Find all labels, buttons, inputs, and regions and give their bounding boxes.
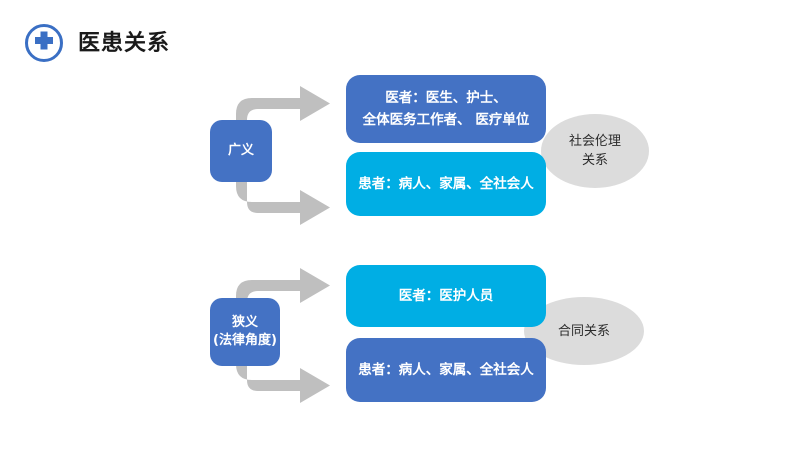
content-box-narrow-patient[interactable]: 患者：病人、家属、全社会人 <box>346 338 546 402</box>
medical-cross-circle-icon <box>24 23 64 63</box>
page-title: 医患关系 <box>78 31 171 56</box>
group-label-narrow-sense-text: 狭义 <box>231 315 258 330</box>
group-label-narrow-sense-subtext: (法律角度) <box>213 333 277 348</box>
group-label-broad-sense[interactable]: 广义 <box>210 120 272 182</box>
content-box-broad-patient[interactable]: 患者：病人、家属、全社会人 <box>346 152 546 216</box>
group-label-narrow-sense[interactable]: 狭义 (法律角度) <box>210 298 280 366</box>
content-box-narrow-doctor[interactable]: 医者：医护人员 <box>346 265 546 327</box>
slide-header: 医患关系 <box>0 0 800 72</box>
group-label-broad-sense-text: 广义 <box>227 143 254 158</box>
relation-ellipse-social-ethics: 社会伦理 关系 <box>541 114 649 188</box>
content-box-broad-doctor[interactable]: 医者：医生、护士、 全体医务工作者、 医疗单位 <box>346 75 546 143</box>
